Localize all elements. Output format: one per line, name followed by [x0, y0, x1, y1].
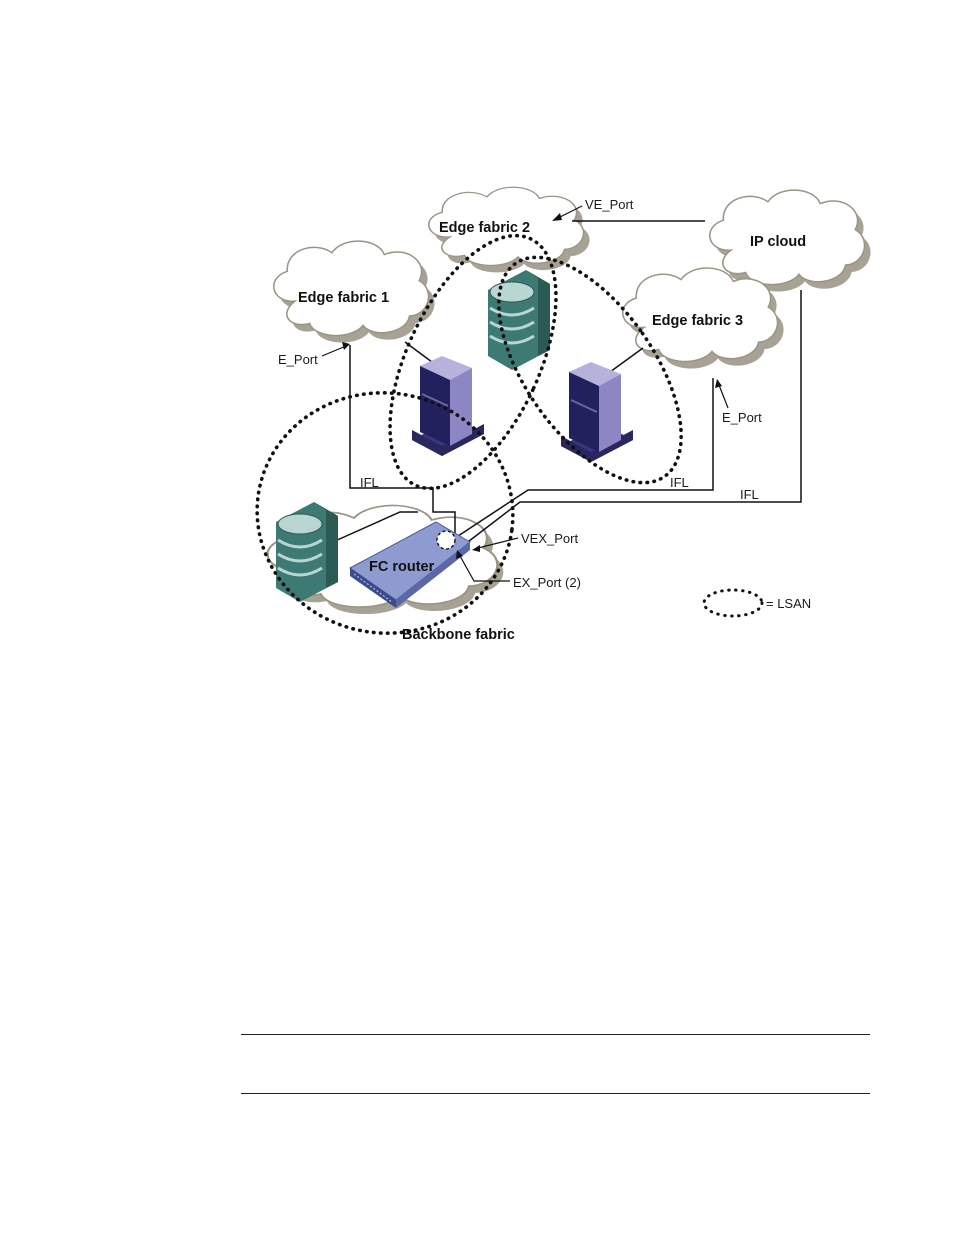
server-tower-1	[412, 356, 484, 456]
legend-lsan-symbol	[704, 590, 762, 616]
label-ifl-middle: IFL	[670, 475, 689, 490]
label-edge-fabric-2: Edge fabric 2	[439, 220, 530, 236]
label-e-port-right: E_Port	[722, 410, 762, 425]
label-e-port-left: E_Port	[278, 352, 318, 367]
divider-rule-top	[241, 1034, 870, 1035]
label-edge-fabric-3: Edge fabric 3	[652, 313, 743, 329]
label-vex-port: VEX_Port	[521, 531, 578, 546]
storage-array-edge-2	[488, 270, 550, 370]
server2-link	[610, 348, 643, 372]
label-ifl-left: IFL	[360, 475, 379, 490]
divider-rule-bottom	[241, 1093, 870, 1094]
label-edge-fabric-1: Edge fabric 1	[298, 290, 389, 306]
label-ifl-right: IFL	[740, 487, 759, 502]
label-ip-cloud: IP cloud	[750, 234, 806, 250]
label-ve-port: VE_Port	[585, 197, 634, 212]
label-backbone-fabric: Backbone fabric	[402, 627, 515, 643]
label-fc-router: FC router	[369, 559, 435, 575]
legend: = LSAN	[704, 590, 811, 616]
label-ex-port: EX_Port (2)	[513, 575, 581, 590]
legend-lsan-label: = LSAN	[766, 596, 811, 611]
port-marker-circle	[437, 531, 455, 549]
